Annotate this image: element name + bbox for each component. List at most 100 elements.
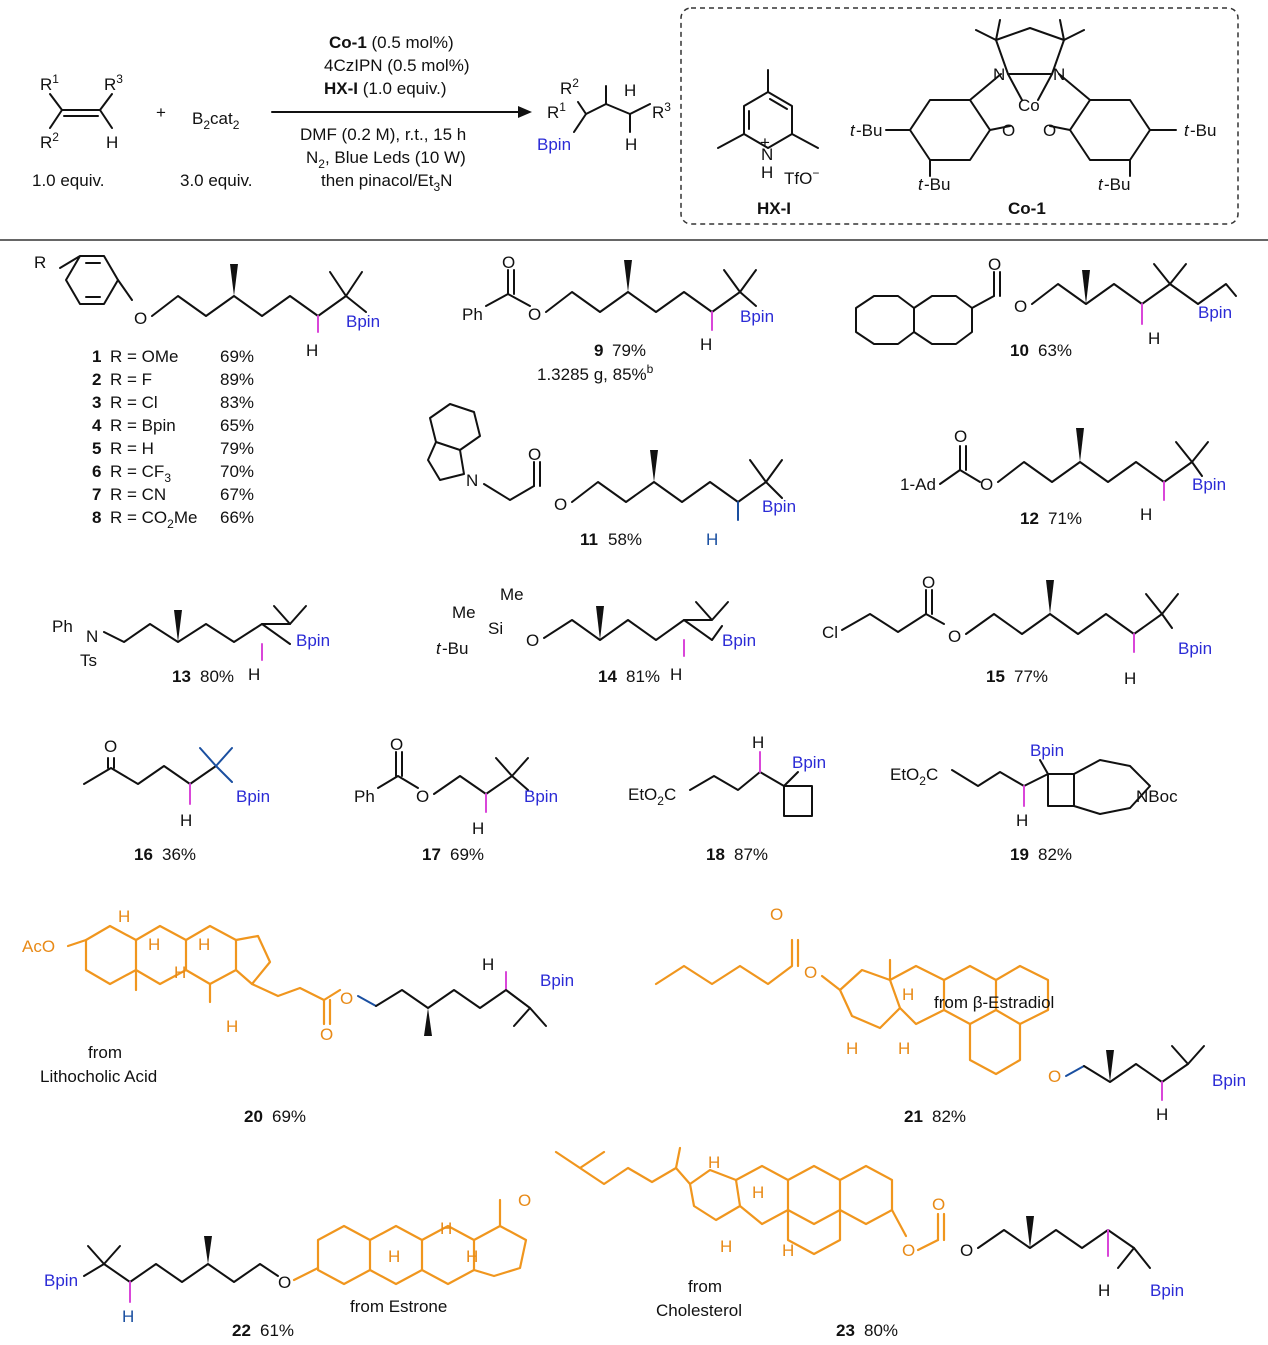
svg-text:N: N [1053, 65, 1065, 84]
co1-label: Co-1 [1008, 199, 1046, 218]
svg-text:Bpin: Bpin [540, 971, 574, 990]
svg-text:Bpin: Bpin [1030, 741, 1064, 760]
svg-text:O: O [960, 1241, 973, 1260]
compound-12-number: 12 [1020, 509, 1039, 528]
condition-4czipn: 4CzIPN (0.5 mol%) [324, 56, 469, 75]
compound-12-yield: 71% [1048, 509, 1082, 528]
svg-text:1-Ad: 1-Ad [900, 475, 936, 494]
compound-18-number: 18 [706, 845, 725, 864]
compound-11-yield: 58% [608, 530, 642, 549]
svg-text:O: O [390, 735, 403, 754]
svg-text:H: H [122, 1307, 134, 1326]
svg-text:2: 2 [92, 370, 101, 389]
compound-10-structure: O O H Bpin [855, 255, 1237, 348]
svg-text:t: t [918, 175, 924, 194]
compound-14-number: 14 [598, 667, 617, 686]
svg-text:-Bu: -Bu [442, 639, 468, 658]
svg-text:-Bu: -Bu [1104, 175, 1130, 194]
svg-text:Bpin: Bpin [1178, 639, 1212, 658]
svg-text:R = OMe: R = OMe [110, 347, 179, 366]
svg-text:O: O [948, 627, 961, 646]
compound-10-yield: 63% [1038, 341, 1072, 360]
svg-text:Cl: Cl [822, 623, 838, 642]
svg-text:from Estrone: from Estrone [350, 1297, 447, 1316]
condition-co1: Co-1 (0.5 mol%) [329, 33, 454, 52]
svg-text:t: t [850, 121, 856, 140]
svg-text:EtO2C: EtO2C [890, 765, 938, 788]
svg-text:Ts: Ts [80, 651, 97, 670]
svg-text:Bpin: Bpin [346, 312, 380, 331]
svg-text:83%: 83% [220, 393, 254, 412]
svg-text:79%: 79% [220, 439, 254, 458]
svg-text:NBoc: NBoc [1136, 787, 1178, 806]
svg-text:R3: R3 [652, 100, 671, 122]
svg-text:O: O [528, 305, 541, 324]
compound-10-number: 10 [1010, 341, 1029, 360]
svg-text:Ph: Ph [52, 617, 73, 636]
svg-text:O: O [804, 963, 817, 982]
svg-text:N: N [993, 65, 1005, 84]
svg-text:O: O [1048, 1067, 1061, 1086]
svg-text:R = F: R = F [110, 370, 152, 389]
svg-text:Bpin: Bpin [740, 307, 774, 326]
svg-text:R1: R1 [547, 100, 566, 122]
svg-text:TfO−: TfO− [784, 166, 819, 188]
compound-21-structure: O O H H H O from β-Estradiol H Bpin [654, 905, 1246, 1124]
svg-text:O: O [770, 905, 783, 924]
svg-text:H: H [482, 955, 494, 974]
svg-text:AcO: AcO [22, 937, 55, 956]
compound-18-structure: EtO2C H Bpin [628, 733, 826, 817]
svg-text:Bpin: Bpin [537, 135, 571, 154]
compound-20-number: 20 [244, 1107, 263, 1126]
svg-text:Cholesterol: Cholesterol [656, 1301, 742, 1320]
compound-9-scaleup: 1.3285 g, 85%b [537, 362, 654, 384]
compound-16-number: 16 [134, 845, 153, 864]
svg-text:H: H [106, 133, 118, 152]
svg-text:H: H [706, 530, 718, 549]
compound-9-yield: 79% [612, 341, 646, 360]
alkene-substrate: R1 R3 R2 H [40, 72, 123, 152]
svg-text:O: O [134, 309, 147, 328]
svg-text:70%: 70% [220, 462, 254, 481]
svg-text:N: N [761, 145, 773, 164]
svg-text:H: H [670, 665, 682, 684]
svg-text:H: H [625, 135, 637, 154]
svg-text:Ph: Ph [354, 787, 375, 806]
svg-text:89%: 89% [220, 370, 254, 389]
compound-18-yield: 87% [734, 845, 768, 864]
compound-9-number: 9 [594, 341, 603, 360]
svg-text:EtO2C: EtO2C [628, 785, 676, 808]
svg-text:-Bu: -Bu [856, 121, 882, 140]
svg-text:t: t [1098, 175, 1104, 194]
compound-19-number: 19 [1010, 845, 1029, 864]
svg-text:H: H [1148, 329, 1160, 348]
hxi-structure: N + H TfO− [717, 69, 819, 188]
compound-20-structure: AcO H H H H H O O H Bpin from Lithocholi… [22, 907, 574, 1086]
svg-text:H: H [148, 935, 160, 954]
svg-text:H: H [472, 819, 484, 838]
svg-text:R = H: R = H [110, 439, 154, 458]
svg-text:R: R [34, 253, 46, 272]
svg-text:from: from [688, 1277, 722, 1296]
svg-text:N: N [86, 627, 98, 646]
svg-text:R = CN: R = CN [110, 485, 166, 504]
svg-text:H: H [248, 665, 260, 684]
compound-13-yield: 80% [200, 667, 234, 686]
svg-text:O: O [988, 255, 1001, 274]
svg-text:Bpin: Bpin [1198, 303, 1232, 322]
compound-17-number: 17 [422, 845, 441, 864]
svg-text:R1: R1 [40, 72, 59, 94]
svg-text:Me: Me [500, 585, 524, 604]
svg-text:O: O [320, 1025, 333, 1044]
svg-text:-Bu: -Bu [1190, 121, 1216, 140]
svg-text:O: O [954, 427, 967, 446]
hxi-label: HX-I [757, 199, 791, 218]
svg-text:H: H [782, 1241, 794, 1260]
svg-text:O: O [340, 989, 353, 1008]
condition-solvent: DMF (0.2 M), r.t., 15 h [300, 125, 466, 144]
compound-22-structure: Bpin H O O H H H from Estrone [44, 1191, 531, 1326]
svg-text:Co: Co [1018, 96, 1040, 115]
compound-11-number: 11 [580, 530, 598, 549]
svg-text:Si: Si [488, 619, 503, 638]
